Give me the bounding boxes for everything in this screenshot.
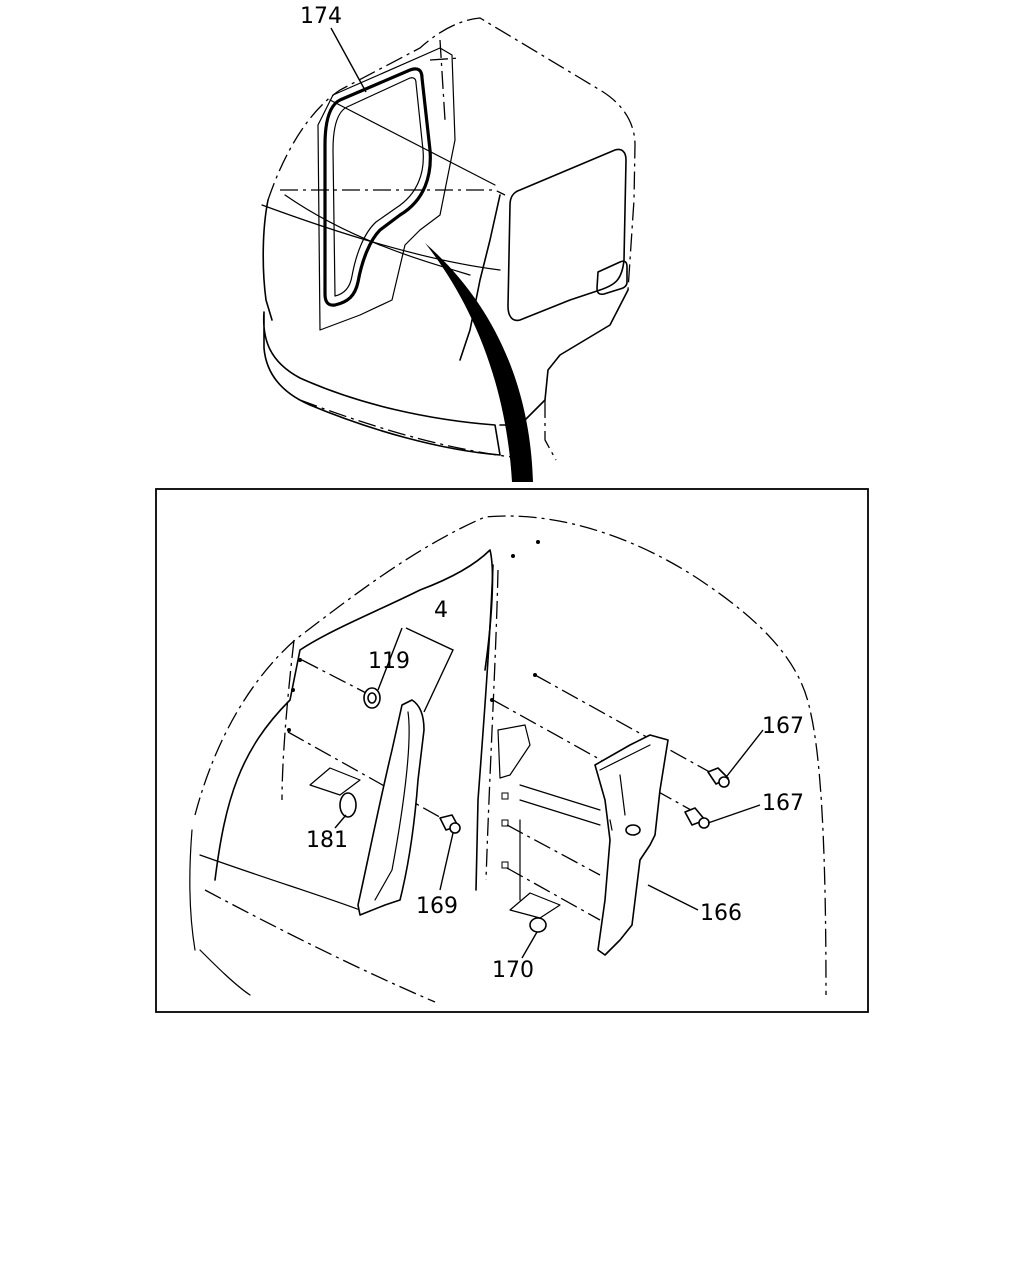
hole-dot bbox=[298, 658, 302, 662]
detail-pointer-swoosh bbox=[425, 243, 533, 482]
door-seal-174 bbox=[323, 67, 432, 307]
clip-part-119 bbox=[363, 687, 381, 709]
callout-leader-170 bbox=[521, 931, 538, 959]
callout-166: 166 bbox=[647, 884, 742, 926]
callout-label-174: 174 bbox=[300, 4, 342, 29]
install-line-169 bbox=[287, 731, 446, 821]
detail-inner-box bbox=[519, 784, 601, 901]
cab-lower-edge bbox=[299, 399, 521, 459]
detail-inner-panel bbox=[497, 724, 531, 779]
hole-dot bbox=[287, 728, 291, 732]
callout-leader-174 bbox=[330, 27, 367, 93]
callout-leader-166 bbox=[647, 884, 699, 911]
detail-dash-lower bbox=[204, 889, 436, 1003]
cab-body-dash bbox=[429, 39, 461, 121]
cab-bumper bbox=[262, 311, 501, 456]
pillar-trim-part-4-inner bbox=[374, 711, 410, 901]
hole-square bbox=[501, 861, 509, 869]
pillar-trim-part-166 bbox=[594, 734, 669, 956]
cab-front-upper-line bbox=[261, 204, 501, 271]
detail-view-frame bbox=[155, 488, 869, 1013]
door-diagonal-line bbox=[329, 99, 496, 186]
callout-181: 181 bbox=[306, 814, 348, 853]
callout-label-166: 166 bbox=[700, 901, 742, 926]
cab-roof-outline bbox=[267, 17, 636, 291]
detail-pillar-edge bbox=[475, 564, 494, 891]
callout-167a: 167 bbox=[726, 714, 804, 777]
plug-part-170 bbox=[509, 892, 561, 933]
detail-pillar-dash bbox=[485, 569, 499, 881]
callout-169: 169 bbox=[416, 832, 458, 919]
part-166-hole bbox=[625, 824, 641, 836]
callout-leader-167b bbox=[707, 804, 761, 824]
hole-square bbox=[501, 792, 509, 800]
callout-label-167a: 167 bbox=[762, 714, 804, 739]
callout-170: 170 bbox=[492, 931, 538, 983]
callout-label-167b: 167 bbox=[762, 791, 804, 816]
callout-label-181: 181 bbox=[306, 828, 348, 853]
callout-label-169: 169 bbox=[416, 894, 458, 919]
install-line-119 bbox=[301, 659, 371, 696]
cab-side-window bbox=[507, 148, 627, 322]
plug-part-181 bbox=[309, 767, 361, 818]
door-opening-frame bbox=[317, 47, 456, 331]
hole-dot bbox=[291, 688, 295, 692]
callout-label-4: 4 bbox=[434, 598, 448, 623]
clip-part-169 bbox=[439, 814, 461, 834]
callout-leader-167a bbox=[726, 729, 764, 777]
pillar-trim-part-4 bbox=[357, 699, 425, 916]
callout-leader-119 bbox=[377, 627, 403, 691]
hole-square bbox=[501, 819, 509, 827]
callout-label-170: 170 bbox=[492, 958, 534, 983]
pillar-trim-part-166-inner bbox=[599, 744, 651, 831]
cab-windshield-line bbox=[280, 189, 506, 196]
callout-4: 4 bbox=[405, 598, 454, 713]
install-line-167a bbox=[534, 674, 716, 776]
detail-roof-outline bbox=[194, 515, 827, 996]
callout-119: 119 bbox=[368, 627, 410, 691]
callout-leader-4 bbox=[405, 627, 454, 713]
cab-side-handle bbox=[596, 260, 628, 296]
clip-part-167b bbox=[684, 807, 710, 829]
hole-dot bbox=[536, 540, 540, 544]
cab-front-face bbox=[262, 199, 273, 321]
hole-dot bbox=[511, 554, 515, 558]
cab-side-lower bbox=[544, 400, 557, 461]
detail-dash-upper bbox=[199, 854, 361, 911]
detail-dash-front bbox=[189, 829, 251, 996]
callout-167b: 167 bbox=[707, 791, 804, 824]
install-line-panel bbox=[506, 824, 601, 876]
cab-pillar bbox=[459, 194, 501, 361]
callout-leader-169 bbox=[439, 832, 454, 891]
detail-window-edge bbox=[281, 639, 295, 801]
callout-leader-181 bbox=[334, 814, 347, 829]
install-line-167b bbox=[492, 699, 701, 816]
detail-drawing bbox=[189, 515, 827, 1003]
cab-overview-drawing bbox=[261, 17, 636, 482]
door-seal-174-inner bbox=[332, 77, 424, 297]
hole-dot bbox=[490, 698, 494, 702]
clip-part-167a bbox=[707, 767, 730, 788]
callout-174: 174 bbox=[300, 4, 367, 93]
install-line-170 bbox=[506, 867, 601, 921]
